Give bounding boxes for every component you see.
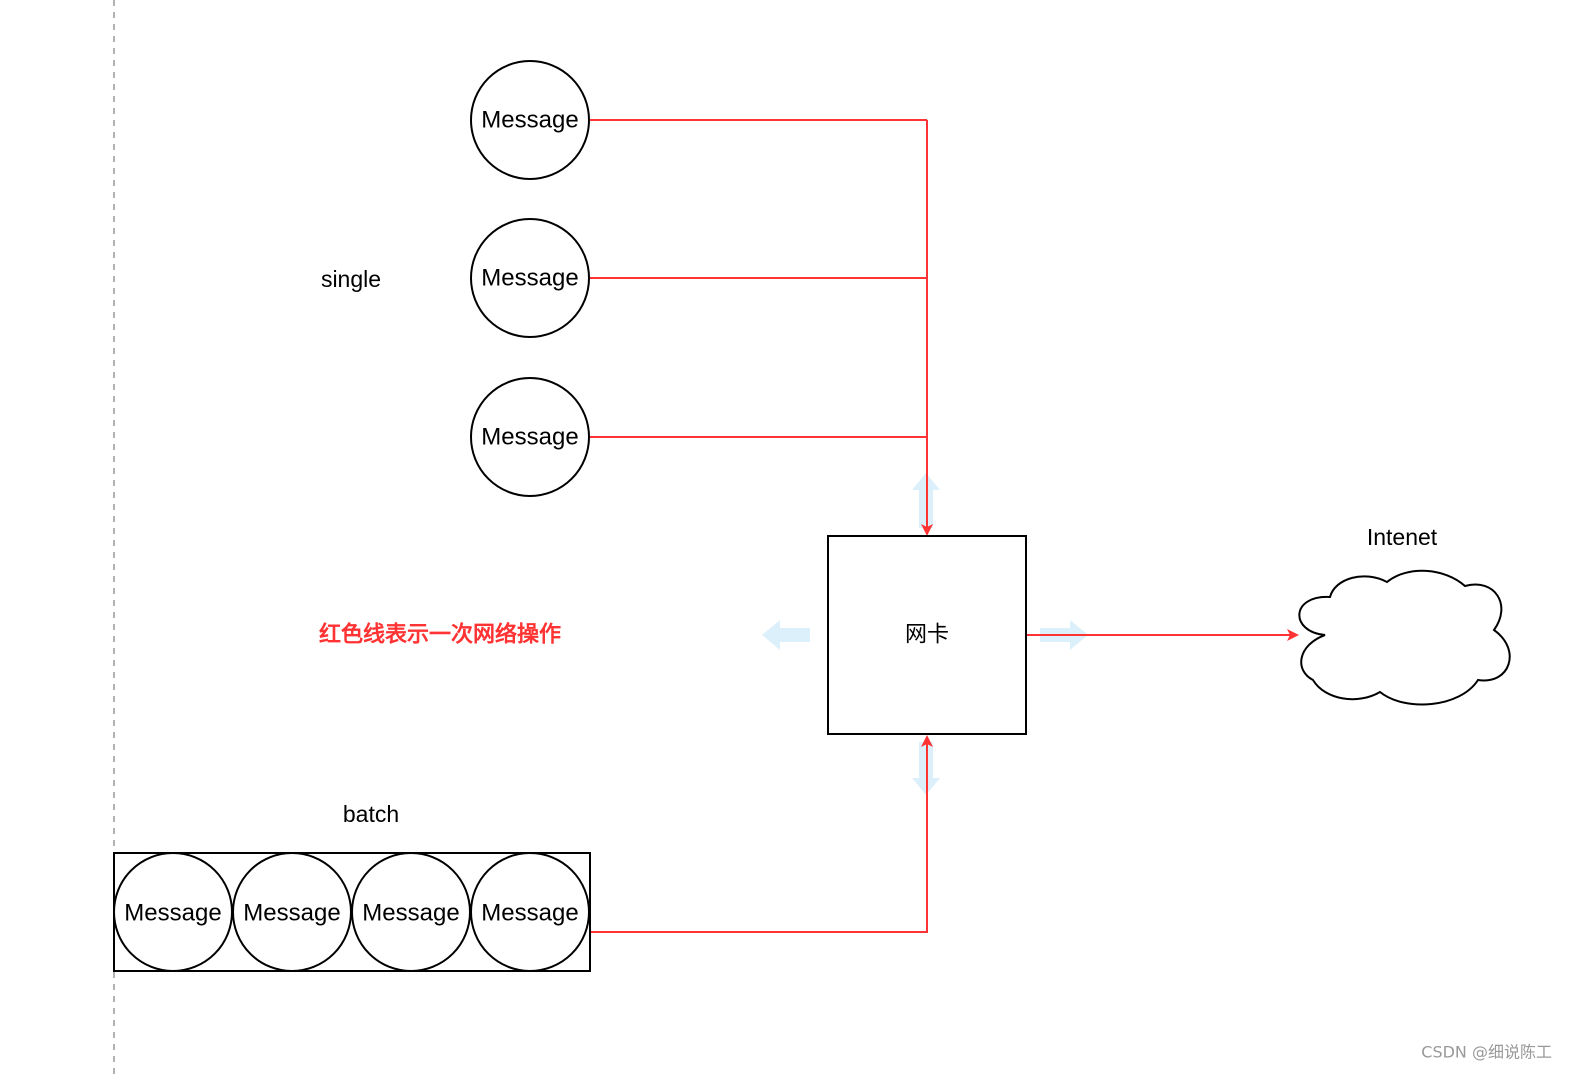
batch-message-3[interactable]: Message — [351, 852, 471, 972]
message-label: Message — [481, 265, 578, 292]
nic-label: 网卡 — [905, 623, 949, 648]
message-label: Message — [481, 424, 578, 451]
connection-line-batch — [590, 735, 933, 933]
message-label: Message — [124, 900, 221, 927]
message-label: Message — [243, 900, 340, 927]
cloud-icon — [1298, 569, 1511, 706]
batch-container[interactable]: Message Message Message Message — [113, 852, 591, 972]
single-message-3[interactable]: Message — [470, 377, 590, 497]
single-group-label: single — [321, 266, 381, 292]
batch-group-label: batch — [343, 801, 399, 827]
message-circle — [470, 218, 590, 338]
message-circle — [470, 377, 590, 497]
message-circle — [470, 60, 590, 180]
nic-rect — [827, 535, 1027, 735]
internet-label: Intenet — [1367, 524, 1438, 550]
faint-left-arrow — [762, 620, 810, 650]
batch-message-2[interactable]: Message — [232, 852, 352, 972]
batch-message-1[interactable]: Message — [113, 852, 233, 972]
watermark-text: CSDN @细说陈工 — [1421, 1043, 1552, 1062]
legend-text: 红色线表示一次网络操作 — [319, 622, 561, 648]
single-message-1[interactable]: Message — [470, 60, 590, 180]
message-label: Message — [362, 900, 459, 927]
batch-message-4[interactable]: Message — [470, 852, 590, 972]
nic-box[interactable]: 网卡 — [827, 535, 1027, 735]
message-label: Message — [481, 900, 578, 927]
single-message-2[interactable]: Message — [470, 218, 590, 338]
message-circle — [470, 852, 590, 972]
message-label: Message — [481, 107, 578, 134]
connection-lines — [590, 119, 1299, 933]
internet-cloud[interactable] — [1298, 569, 1511, 706]
